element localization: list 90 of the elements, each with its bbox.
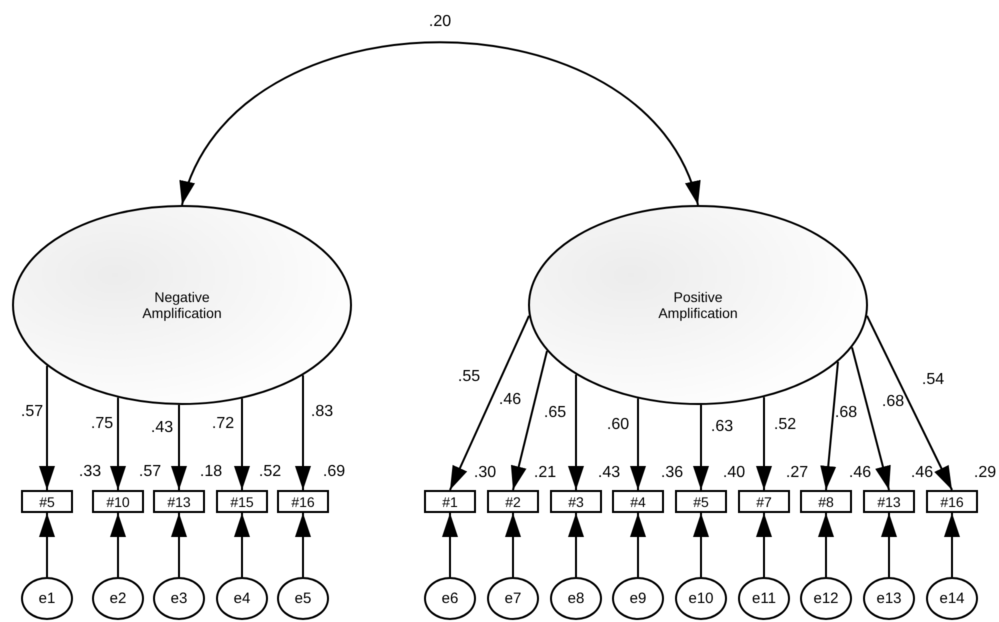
r-squared-value: .30	[474, 464, 496, 482]
r-squared-value: .57	[138, 463, 162, 481]
arrow	[510, 350, 548, 490]
error-circle: e13	[863, 577, 915, 620]
indicator-box: #5	[675, 490, 727, 513]
indicator-box: #8	[800, 490, 852, 513]
arrow	[756, 513, 772, 577]
edge-label: .20	[428, 13, 452, 31]
arrow	[756, 397, 772, 490]
arrow	[630, 513, 646, 577]
indicator-box: #4	[612, 490, 664, 513]
r-squared-value: .29	[974, 464, 996, 482]
indicator-box: #16	[277, 490, 329, 513]
arrow	[110, 398, 126, 490]
r-squared-value: .21	[534, 464, 556, 482]
arrow	[295, 513, 311, 577]
arrow	[181, 42, 699, 206]
arrow	[234, 398, 250, 490]
edge-label: .68	[882, 393, 904, 411]
arrow	[171, 404, 187, 490]
indicator-box: #2	[487, 490, 539, 513]
arrow	[449, 315, 530, 490]
indicator-box: #15	[216, 490, 268, 513]
edge-label: .68	[834, 404, 858, 422]
factor-label: Negative Amplification	[141, 289, 223, 321]
arrow	[693, 513, 709, 577]
edge-label: .72	[212, 415, 234, 433]
latent-factor-ellipse	[12, 205, 352, 405]
error-circle: e14	[926, 577, 978, 620]
arrow	[39, 513, 55, 577]
arrow	[234, 513, 250, 577]
edge-label: .55	[458, 368, 480, 386]
r-squared-value: .43	[598, 464, 620, 482]
error-circle: e4	[216, 577, 268, 620]
latent-factor-ellipse	[528, 205, 868, 405]
r-squared-value: .27	[786, 464, 808, 482]
arrow	[442, 513, 458, 577]
indicator-box: #10	[92, 490, 144, 513]
arrow	[820, 362, 839, 490]
edge-label: .75	[90, 415, 114, 433]
edge-label: .46	[498, 391, 522, 409]
error-circle: e12	[800, 577, 852, 620]
error-circle: e2	[92, 577, 144, 620]
arrow	[818, 513, 834, 577]
arrow	[110, 513, 126, 577]
arrow	[944, 513, 960, 577]
r-squared-value: .46	[910, 464, 934, 482]
arrow	[568, 374, 584, 490]
arrow	[866, 315, 953, 490]
edge-label: .57	[20, 403, 44, 421]
error-circle: e9	[612, 577, 664, 620]
edge-label: .54	[922, 371, 944, 389]
indicator-box: #3	[550, 490, 602, 513]
r-squared-value: .18	[200, 463, 222, 481]
error-circle: e5	[277, 577, 329, 620]
indicator-box: #1	[424, 490, 476, 513]
arrow	[171, 513, 187, 577]
indicator-box: #5	[21, 490, 73, 513]
error-circle: e10	[675, 577, 727, 620]
arrow	[851, 347, 891, 490]
edge-label: .83	[310, 403, 334, 421]
r-squared-value: .36	[660, 464, 684, 482]
error-circle: e7	[487, 577, 539, 620]
arrow	[630, 398, 646, 490]
arrow	[39, 366, 55, 490]
error-circle: e8	[550, 577, 602, 620]
arrow	[505, 513, 521, 577]
arrow	[881, 513, 897, 577]
factor-label: Positive Amplification	[657, 289, 739, 321]
indicator-box: #13	[153, 490, 205, 513]
edge-label: .43	[150, 419, 174, 437]
edge-label: .65	[544, 404, 566, 422]
arrow	[295, 375, 311, 490]
error-circle: e1	[21, 577, 73, 620]
edge-label: .52	[774, 416, 796, 434]
edge-label: .60	[606, 416, 630, 434]
arrow	[693, 404, 709, 490]
edge-label: .63	[710, 418, 734, 436]
indicator-box: #7	[738, 490, 790, 513]
arrow	[568, 513, 584, 577]
error-circle: e11	[738, 577, 790, 620]
indicator-box: #13	[863, 490, 915, 513]
error-circle: e6	[424, 577, 476, 620]
error-circle: e3	[153, 577, 205, 620]
indicator-box: #16	[926, 490, 978, 513]
r-squared-value: .40	[722, 464, 746, 482]
r-squared-value: .46	[848, 464, 872, 482]
r-squared-value: .52	[258, 463, 282, 481]
r-squared-value: .69	[322, 463, 346, 481]
r-squared-value: .33	[78, 463, 102, 481]
